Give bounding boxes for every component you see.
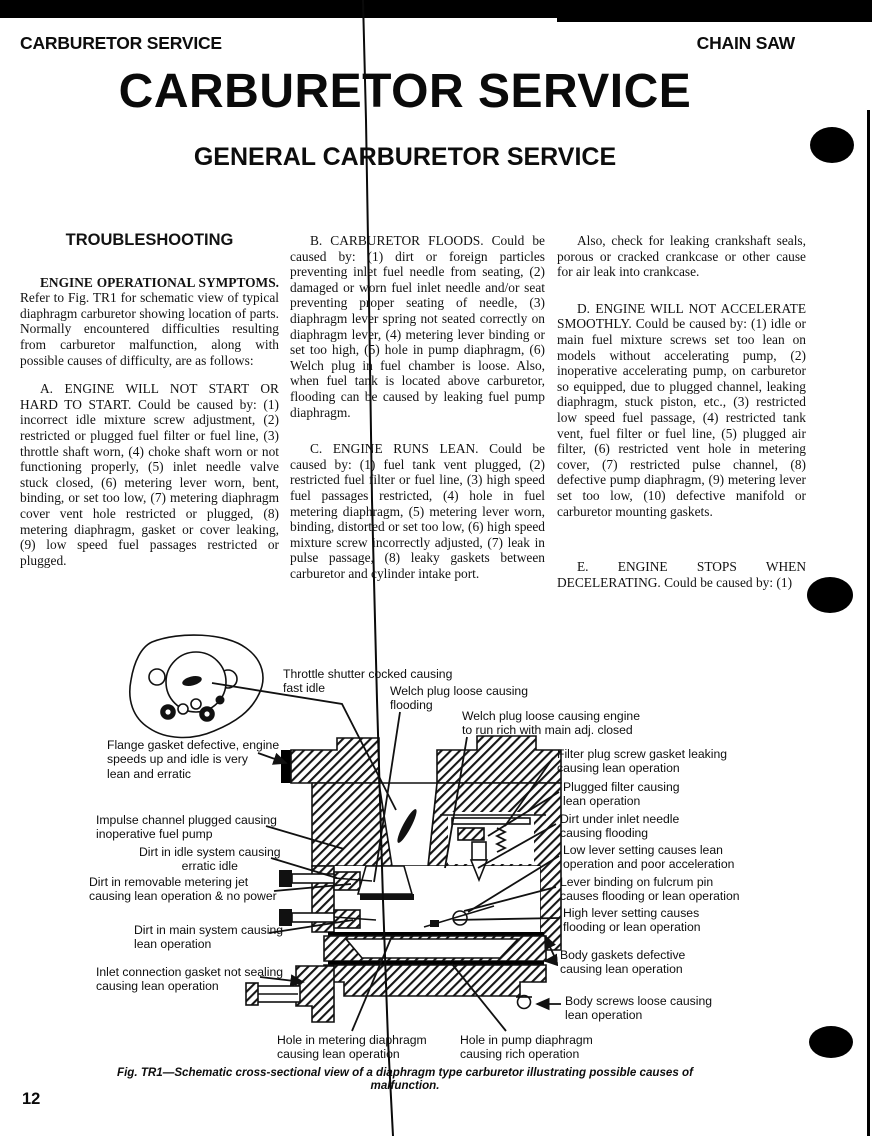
troubleshooting-heading: TROUBLESHOOTING [65,231,234,249]
throttle-flange-art [129,634,264,739]
figure-label-throttle-shutter: Throttle shutter cocked causing fast idl… [283,667,453,696]
figure-label-dirt-under-inlet-needle: Dirt under inlet needle causing flooding [560,812,680,841]
section-c-continued: Also, check for leaking crankshaft seals… [557,233,806,280]
figure-tr1: Throttle shutter cocked causing fast idl… [0,630,872,1066]
figure-leader-lines [211,682,561,1032]
figure-label-welch-plug-rich: Welch plug loose causing engine to run r… [462,709,640,738]
figure-label-welch-plug-flooding: Welch plug loose causing flooding [390,684,528,713]
figure-label-body-screws: Body screws loose causing lean operation [565,994,712,1023]
scan-right-edge [867,110,870,1136]
text-column-3: Also, check for leaking crankshaft seals… [557,233,806,590]
scan-top-bar-edge [557,15,872,22]
section-e-paragraph: E. ENGINE STOPS WHEN DECELERATING. Could… [557,559,806,590]
intro-rest: Refer to Fig. TR1 for schematic view of … [20,290,279,368]
punch-hole-dot [810,127,854,163]
running-header-right: CHAIN SAW [696,33,796,53]
text-column-2: B. CARBURETOR FLOODS. Could be caused by… [290,233,545,581]
carburetor-body-art [245,735,562,1023]
section-a-paragraph: A. ENGINE WILL NOT START OR HARD TO STAR… [20,381,279,568]
figure-label-plugged-filter: Plugged filter causing lean operation [563,780,680,809]
figure-label-body-gaskets: Body gaskets defective causing lean oper… [560,948,686,977]
scan-top-bar [0,0,872,18]
text-column-1: TROUBLESHOOTING ENGINE OPERATIONAL SYMPT… [20,231,279,568]
figure-caption: Fig. TR1—Schematic cross-sectional view … [117,1066,693,1092]
page-number: 12 [22,1090,41,1108]
section-b-paragraph: B. CARBURETOR FLOODS. Could be caused by… [290,233,545,420]
page-title: CARBURETOR SERVICE [118,65,692,118]
figure-label-hole-pump-diaphragm: Hole in pump diaphragm causing rich oper… [460,1033,593,1062]
figure-label-low-lever-setting: Low lever setting causes lean operation … [563,843,735,872]
figure-label-impulse-channel: Impulse channel plugged causing inoperat… [96,813,277,842]
page-subtitle: GENERAL CARBURETOR SERVICE [193,143,617,171]
intro-lead: ENGINE OPERATIONAL SYMPTOMS. [40,274,279,290]
figure-label-inlet-connection-gasket: Inlet connection gasket not sealing caus… [96,965,284,994]
figure-label-dirt-main-system: Dirt in main system causing lean operati… [134,923,284,952]
figure-label-dirt-idle-system: Dirt in idle system causing erratic idle [139,845,281,874]
intro-paragraph: ENGINE OPERATIONAL SYMPTOMS. Refer to Fi… [20,275,279,369]
section-d-paragraph: D. ENGINE WILL NOT ACCELERATE SMOOTHLY. … [557,300,806,519]
figure-label-filter-plug-screw: Filter plug screw gasket leaking causing… [557,747,728,776]
figure-label-lever-binding: Lever binding on fulcrum pin causes floo… [560,875,740,904]
figure-label-high-lever-setting: High lever setting causes flooding or le… [563,906,701,935]
figure-label-hole-metering-diaphragm: Hole in metering diaphragm causing lean … [277,1033,427,1062]
figure-label-flange-gasket: Flange gasket defective, engine speeds u… [107,738,280,781]
punch-hole-dot [807,577,853,613]
figure-label-dirt-metering-jet: Dirt in removable metering jet causing l… [89,875,277,904]
section-c-paragraph: C. ENGINE RUNS LEAN. Could be caused by:… [290,441,545,581]
running-header-left: CARBURETOR SERVICE [20,33,222,53]
